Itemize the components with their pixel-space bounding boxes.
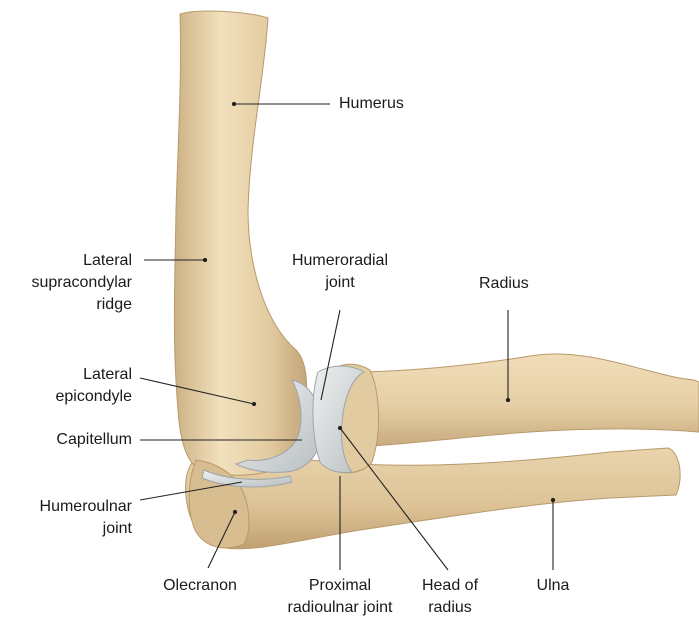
label-humeroradial-joint-line1: Humeroradial — [270, 250, 410, 272]
label-head-of-radius-line2: radius — [410, 597, 490, 619]
label-proximal-radioulnar-joint-line1: Proximal — [270, 575, 410, 597]
leader-head-of-radius-dot — [338, 426, 341, 429]
label-lateral-supracondylar-ridge-line2: supracondylar — [14, 272, 132, 294]
leader-olecranon-dot — [233, 510, 236, 513]
label-capitellum: Capitellum — [14, 429, 132, 451]
humerus-bone — [174, 11, 306, 475]
label-radius: Radius — [479, 273, 529, 295]
label-lateral-epicondyle-line2: epicondyle — [14, 386, 132, 408]
label-lateral-epicondyle-line1: Lateral — [14, 364, 132, 386]
label-head-of-radius: Head of radius — [410, 575, 490, 619]
label-lateral-supracondylar-ridge-line3: ridge — [14, 294, 132, 316]
leader-humerus-dot — [232, 102, 235, 105]
leader-radius-dot — [506, 398, 509, 401]
label-humeroulnar-joint: Humeroulnar joint — [4, 496, 132, 540]
label-head-of-radius-line1: Head of — [410, 575, 490, 597]
label-humeroradial-joint: Humeroradial joint — [270, 250, 410, 294]
label-humeroulnar-joint-line2: joint — [4, 518, 132, 540]
label-lateral-supracondylar-ridge: Lateral supracondylar ridge — [14, 250, 132, 316]
radius-bone — [350, 354, 699, 446]
label-lateral-supracondylar-ridge-line1: Lateral — [14, 250, 132, 272]
label-olecranon: Olecranon — [140, 575, 260, 597]
label-proximal-radioulnar-joint-line2: radioulnar joint — [270, 597, 410, 619]
leader-ulna-dot — [551, 498, 554, 501]
label-proximal-radioulnar-joint: Proximal radioulnar joint — [270, 575, 410, 619]
label-humeroradial-joint-line2: joint — [270, 272, 410, 294]
leader-lateral-epicondyle-dot — [252, 402, 255, 405]
leader-supracondylar-ridge-dot — [203, 258, 206, 261]
label-lateral-epicondyle: Lateral epicondyle — [14, 364, 132, 408]
label-humeroulnar-joint-line1: Humeroulnar — [4, 496, 132, 518]
label-ulna: Ulna — [520, 575, 586, 597]
label-humerus: Humerus — [339, 93, 404, 115]
